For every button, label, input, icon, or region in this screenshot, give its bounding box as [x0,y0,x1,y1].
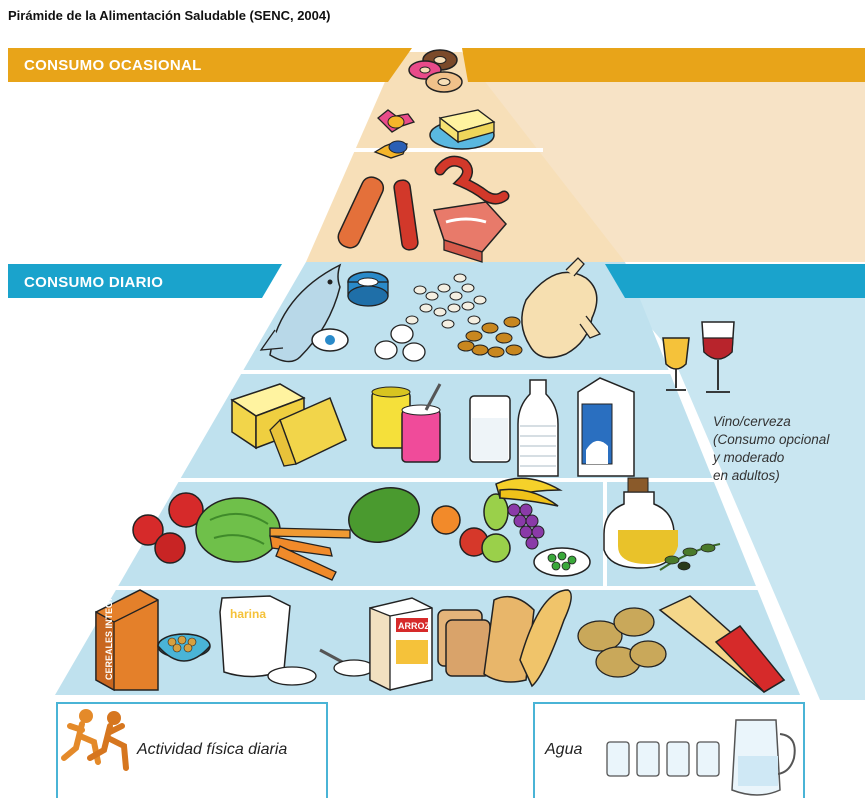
daily-band-right [605,264,865,298]
milk-glass-icon [470,396,510,462]
runners-icon [64,709,126,768]
daily-band-label: CONSUMO DIARIO [24,274,163,291]
wine-note-line: en adultos) [713,467,829,485]
milk-carton-icon [578,378,634,476]
water-label: Agua [545,741,582,759]
activity-label: Actividad física diaria [137,741,287,759]
water-glasses-icon [607,742,719,776]
cereals-box-label: CEREALES INTEGRALES [104,570,114,680]
occasional-band-label: CONSUMO OCASIONAL [24,57,202,74]
rice-box-label: ARROZ [398,621,430,631]
peas-icon [534,548,590,576]
wine-note-line: (Consumo opcional [713,431,829,449]
rice-box-icon: ARROZ [370,598,432,690]
wine-note: Vino/cerveza (Consumo opcional y moderad… [713,413,829,485]
wine-note-line: y moderado [713,449,829,467]
occasional-band-right [462,48,865,82]
water-jug-icon [732,720,795,795]
wine-note-line: Vino/cerveza [713,413,829,431]
flour-bag-label: harina [230,607,266,621]
